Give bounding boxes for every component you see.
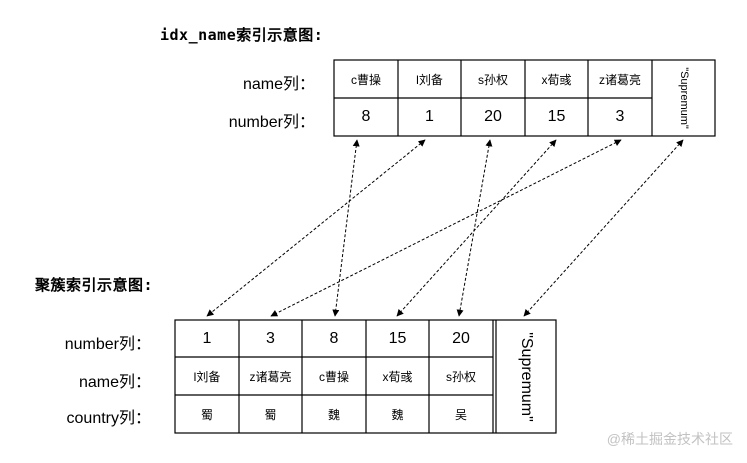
arrow-xunyu [396, 139, 557, 317]
bottom-name-cell: s孙权 [445, 369, 476, 384]
clustered-index-title: 聚簇索引示意图: [35, 276, 154, 294]
top-name-cell: l刘备 [416, 72, 443, 87]
bottom-country-cell: 蜀 [200, 407, 213, 422]
bottom-country-cell: 魏 [391, 407, 404, 422]
bottom-table-grid [174, 319, 557, 434]
bottom-name-cell: x荀彧 [382, 369, 413, 384]
bottom-number-cell: 3 [266, 329, 275, 347]
bottom-number-cell: 20 [452, 329, 470, 347]
top-name-cell: s孙权 [477, 72, 508, 87]
arrow-caocao [332, 139, 360, 317]
arrow-zhugeliang [270, 139, 622, 317]
pointer-arrows [206, 139, 684, 317]
bottom-number-row-label: number列： [64, 336, 151, 353]
bottom-name-cell: c曹操 [318, 369, 349, 384]
bottom-number-cell: 8 [329, 329, 339, 347]
top-number-cell: 3 [615, 108, 625, 125]
arrow-sunquan [456, 139, 493, 317]
top-name-cell: z诸葛亮 [598, 72, 641, 87]
secondary-index-title: idx_name索引示意图: [160, 26, 324, 44]
bottom-country-cell: 魏 [327, 407, 340, 422]
bottom-name-cell: l刘备 [193, 369, 221, 384]
bottom-name-row-label: name列： [78, 374, 151, 391]
bottom-country-row-label: country列： [66, 410, 151, 427]
top-name-row-label: name列： [242, 76, 315, 93]
bottom-country-cell: 吴 [454, 407, 467, 422]
top-number-cell: 15 [547, 108, 566, 125]
top-number-cell: 1 [425, 108, 434, 125]
bottom-country-cell: 蜀 [264, 407, 277, 422]
bottom-name-cell: z诸葛亮 [249, 369, 292, 384]
top-number-cell: 8 [361, 108, 371, 125]
bottom-number-cell: 15 [388, 329, 407, 347]
top-number-cell: 20 [484, 108, 502, 125]
bottom-number-cell: 1 [202, 329, 212, 347]
arrow-liubei [206, 139, 426, 317]
top-name-cell: x荀彧 [541, 72, 572, 87]
arrow-supremum [523, 139, 684, 317]
top-name-cell: c曹操 [350, 72, 381, 87]
top-table-grid [333, 59, 716, 137]
top-number-row-label: number列： [228, 114, 315, 131]
watermark: @稀土掘金技术社区 [606, 431, 733, 447]
